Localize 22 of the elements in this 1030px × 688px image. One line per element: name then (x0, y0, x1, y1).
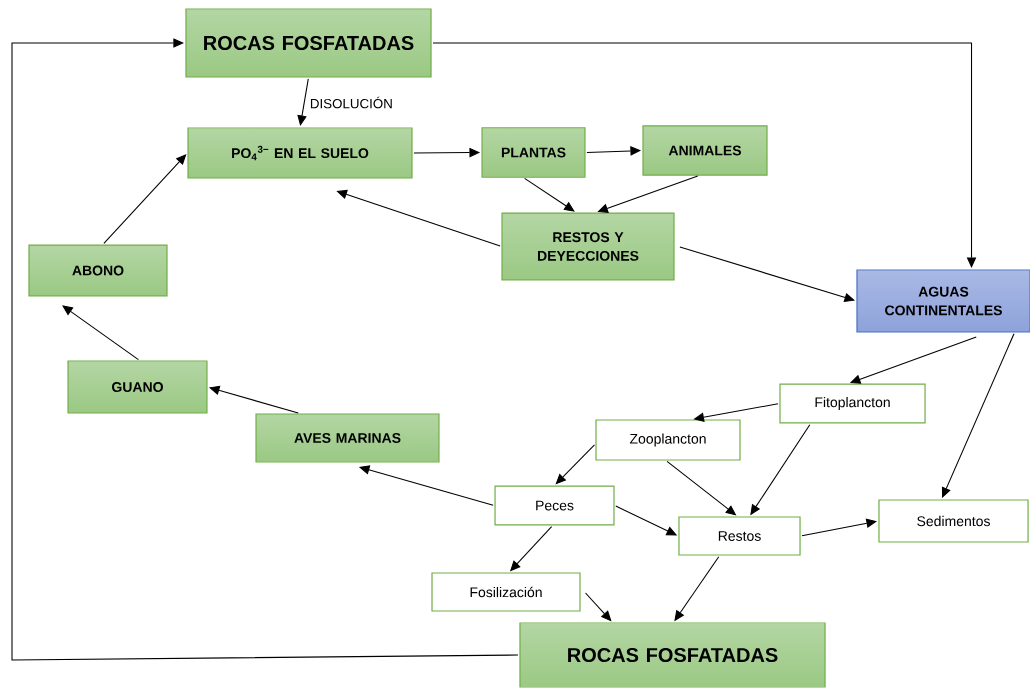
process-box: Fosilización (431, 572, 581, 612)
process-box: AGUAS CONTINENTALES (856, 269, 1030, 333)
process-box: Sedimentos (878, 499, 1029, 543)
process-box: Fitoplancton (779, 383, 926, 424)
process-box: Zooplancton (595, 419, 741, 461)
process-box: Restos (678, 516, 801, 556)
process-box: PO$_{4}$$^{3−}$ EN EL SUELO (187, 127, 413, 179)
arrow (524, 177, 575, 212)
process-box: PLANTAS (481, 127, 586, 178)
process-box: Peces (494, 485, 615, 526)
arrow (11, 38, 519, 661)
process-box: GUANO (67, 360, 208, 414)
process-box: ABONO (28, 244, 168, 297)
arrow (555, 444, 595, 485)
arrow (62, 305, 139, 361)
arrow (103, 154, 187, 244)
process-box: RESTOS Y DEYECCIONES (501, 212, 675, 281)
process-box: AVES MARINAS (255, 413, 440, 463)
process-box: ANIMALES (642, 125, 768, 176)
edge-label: DISOLUCIÓN (308, 95, 395, 110)
process-box: ROCAS FOSFATADAS (519, 622, 826, 688)
process-box: ROCAS FOSFATADAS (185, 8, 432, 78)
